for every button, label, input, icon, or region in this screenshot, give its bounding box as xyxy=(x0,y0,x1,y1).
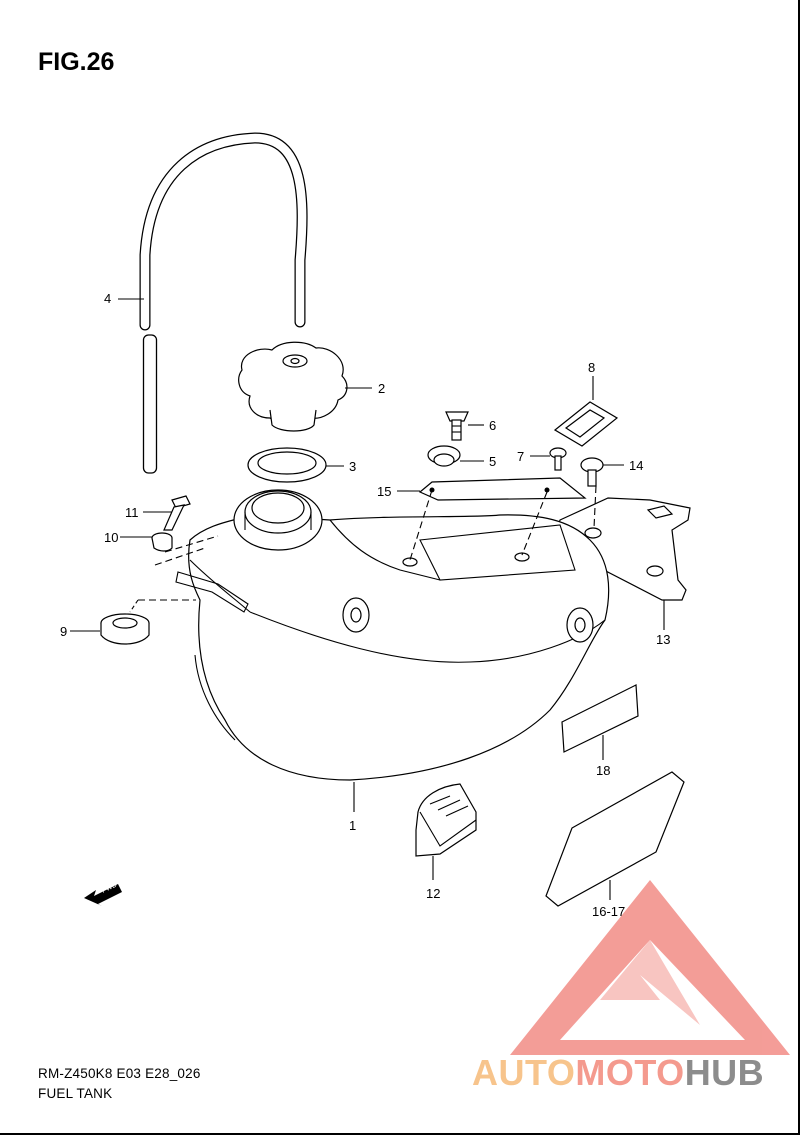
caution-label xyxy=(561,684,639,753)
protector-pad xyxy=(415,783,477,857)
callout-3: 3 xyxy=(349,459,356,474)
callout-4: 4 xyxy=(104,291,111,306)
watermark-text: AUTOMOTOHUB xyxy=(472,1052,765,1093)
callout-14: 14 xyxy=(629,458,643,473)
forward-arrow-icon: FWD xyxy=(84,882,122,906)
mounting-plate xyxy=(418,477,587,501)
callout-18: 18 xyxy=(596,763,610,778)
tank-strap xyxy=(553,401,619,447)
collar xyxy=(151,532,173,552)
callout-6: 6 xyxy=(489,418,496,433)
callout-12: 12 xyxy=(426,886,440,901)
leader-lines xyxy=(70,298,665,900)
model-code: RM-Z450K8 E03 E28_026 xyxy=(38,1066,201,1081)
callout-15: 15 xyxy=(377,484,391,499)
callout-2: 2 xyxy=(378,381,385,396)
fuel-tank xyxy=(175,489,610,781)
screw xyxy=(445,411,469,441)
callout-numbers: 4 2 3 6 5 7 14 8 15 11 10 9 13 18 1 12 1… xyxy=(60,291,670,919)
rubber-cushion xyxy=(100,613,150,645)
bolt-small xyxy=(549,447,567,471)
callout-11: 11 xyxy=(125,505,139,520)
figure-title: FIG.26 xyxy=(38,48,115,76)
bolt-flanged xyxy=(580,457,604,487)
callout-10: 10 xyxy=(104,530,118,545)
callout-1: 1 xyxy=(349,818,356,833)
section-name: FUEL TANK xyxy=(38,1086,113,1101)
cap-gasket xyxy=(247,447,327,483)
watermark-logo-icon xyxy=(510,880,790,1055)
callout-7: 7 xyxy=(517,449,524,464)
washer xyxy=(427,445,461,467)
callout-13: 13 xyxy=(656,632,670,647)
callout-5: 5 xyxy=(489,454,496,469)
breather-hose xyxy=(139,132,308,474)
tank-decal xyxy=(545,771,685,907)
callout-8: 8 xyxy=(588,360,595,375)
callout-16-17: 16-17 xyxy=(592,904,625,919)
callout-9: 9 xyxy=(60,624,67,639)
bolt-long xyxy=(163,495,191,531)
fuel-cap xyxy=(238,341,348,432)
